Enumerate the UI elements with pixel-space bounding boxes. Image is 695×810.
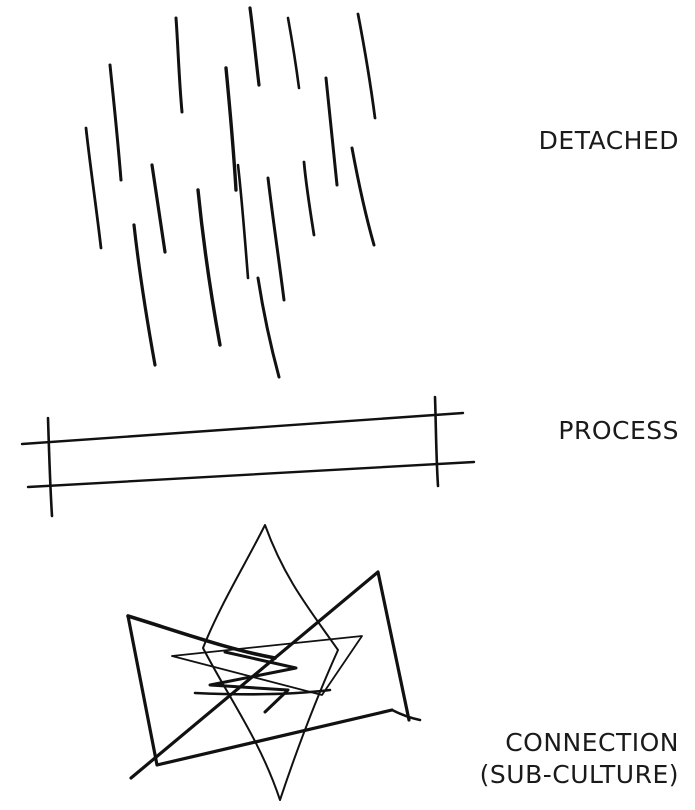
connection-triangle-left-extension (390, 708, 422, 722)
connection-triangle-right (129, 570, 411, 780)
detached-stroke (350, 146, 376, 247)
detached-stroke (302, 160, 316, 237)
connection-label: CONNECTION (SUB-CULTURE) (480, 727, 679, 791)
detached-stroke (324, 76, 339, 187)
detached-stroke (248, 6, 261, 87)
detached-stroke (108, 63, 123, 182)
detached-sketch (84, 6, 377, 379)
detached-label: DETACHED (539, 125, 679, 157)
process-end-tick-left (46, 416, 54, 518)
process-sketch (20, 395, 476, 518)
detached-stroke (266, 176, 286, 302)
process-band-bottom (26, 460, 476, 489)
connection-label-line1: CONNECTION (505, 728, 679, 757)
detached-stroke (84, 126, 103, 250)
detached-stroke (286, 16, 301, 90)
detached-label-text: DETACHED (538, 126, 679, 155)
detached-stroke (356, 12, 377, 120)
connection-label-line2: (SUB-CULTURE) (479, 760, 679, 789)
connection-thin-triangle (171, 635, 363, 696)
detached-stroke (174, 16, 184, 114)
process-end-tick-right (433, 395, 440, 488)
detached-stroke (256, 276, 281, 379)
process-band-top (20, 411, 465, 446)
detached-stroke (224, 66, 238, 192)
connection-sketch (126, 524, 422, 801)
detached-stroke (236, 163, 250, 280)
detached-stroke (150, 163, 167, 254)
detached-stroke (196, 188, 222, 347)
connection-triangle-left-top (126, 614, 277, 660)
connection-crossbar (193, 688, 332, 696)
connection-zigzag (208, 650, 298, 714)
process-label-text: PROCESS (558, 416, 679, 445)
detached-stroke (132, 223, 157, 367)
connection-triangle-left (126, 614, 394, 767)
connection-diamond (202, 524, 339, 801)
process-label: PROCESS (558, 415, 679, 447)
